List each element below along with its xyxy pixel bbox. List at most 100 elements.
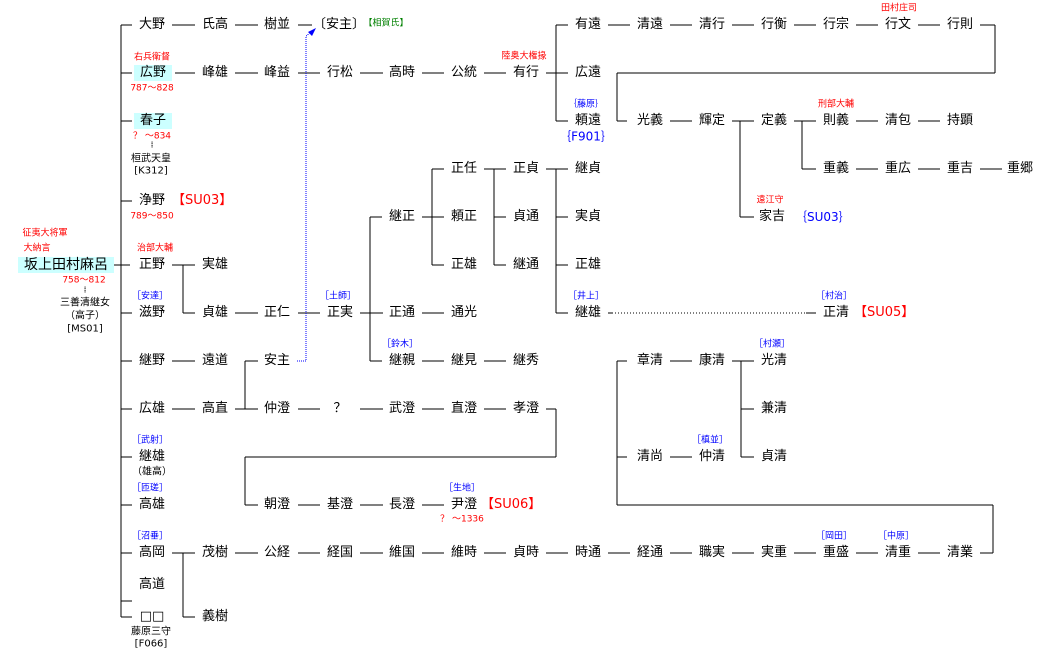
- ref-su03[interactable]: ｛SU03｝: [795, 210, 851, 224]
- person-kanekiyo[interactable]: 兼清: [758, 401, 790, 417]
- person-minemasu[interactable]: 峰益: [261, 65, 293, 81]
- person-kiyonari[interactable]: 清業: [944, 545, 976, 561]
- link-su06[interactable]: 【SU06】: [481, 497, 542, 512]
- person-motozane[interactable]: 職実: [696, 545, 728, 561]
- person-shigehiro[interactable]: 重広: [882, 161, 914, 177]
- person-saneshige[interactable]: 実重: [758, 545, 790, 561]
- person-tomozumi[interactable]: 朝澄: [261, 497, 293, 513]
- person-tsuguchika[interactable]: 継親: [386, 353, 418, 369]
- person-yukihira[interactable]: 行衡: [758, 17, 790, 33]
- person-kiyohisa[interactable]: 清尚: [634, 449, 666, 465]
- person-unknown-daughter[interactable]: □□: [137, 609, 167, 625]
- person-yasukiyo[interactable]: 康清: [696, 353, 728, 369]
- person-kiyokane[interactable]: 清包: [882, 113, 914, 129]
- person-tokimichi[interactable]: 時通: [572, 545, 604, 561]
- ref-f901[interactable]: ｛F901｝: [559, 129, 613, 144]
- person-kimimune[interactable]: 公統: [448, 65, 480, 81]
- person-motozumi[interactable]: 基澄: [324, 497, 356, 513]
- person-yukimune[interactable]: 行宗: [820, 17, 852, 33]
- person-tsugumasa[interactable]: 継正: [386, 209, 418, 225]
- person-tsugukuni[interactable]: 維国: [386, 545, 418, 561]
- person-takazumi[interactable]: 孝澄: [510, 401, 542, 417]
- root-spouse-ref[interactable]: [MS01]: [67, 323, 103, 335]
- person-mochiaki[interactable]: 持顕: [944, 113, 976, 129]
- person-masao-2[interactable]: 正雄: [572, 257, 604, 273]
- person-tsuguo[interactable]: 継雄: [572, 305, 604, 321]
- person-takamichi[interactable]: 高道: [136, 577, 168, 593]
- link-su03[interactable]: 【SU03】: [172, 193, 233, 208]
- person-michimitsu[interactable]: 通光: [448, 305, 480, 321]
- person-kiyoshige[interactable]: 清重: [882, 545, 914, 561]
- person-tsunemichi[interactable]: 経通: [634, 545, 666, 561]
- person-yasunushi[interactable]: 安主: [261, 353, 293, 369]
- person-nakakiyo[interactable]: 仲清: [696, 449, 728, 465]
- person-tsugusada[interactable]: 継貞: [572, 161, 604, 177]
- person-hirono[interactable]: 広野: [133, 65, 173, 81]
- person-naozumi[interactable]: 直澄: [448, 401, 480, 417]
- person-tadazumi[interactable]: 尹澄: [448, 497, 480, 513]
- person-tsunekuni[interactable]: 経国: [324, 545, 356, 561]
- person-ujitaka[interactable]: 氏高: [199, 17, 231, 33]
- person-nakazumi[interactable]: 仲澄: [261, 401, 293, 417]
- person-tsuguhide[interactable]: 継秀: [510, 353, 542, 369]
- person-tsugumi[interactable]: 継見: [448, 353, 480, 369]
- person-sanesada[interactable]: 実貞: [572, 209, 604, 225]
- person-masato[interactable]: 正任: [448, 161, 480, 177]
- person-takezumi[interactable]: 武澄: [386, 401, 418, 417]
- person-akikiyo[interactable]: 章清: [634, 353, 666, 369]
- person-mitsukiyo[interactable]: 光清: [758, 353, 790, 369]
- person-toomichi[interactable]: 遠道: [199, 353, 231, 369]
- person-haruko-spouse-ref[interactable]: [K312]: [134, 165, 168, 177]
- person-sadao[interactable]: 貞雄: [199, 305, 231, 321]
- person-sadamichi[interactable]: 貞通: [510, 209, 542, 225]
- person-masamichi[interactable]: 正通: [386, 305, 418, 321]
- person-sadayoshi[interactable]: 定義: [758, 113, 790, 129]
- person-ieyoshi[interactable]: 家吉: [756, 209, 788, 225]
- person-yoritoo[interactable]: 頼遠: [572, 113, 604, 129]
- person-shigemori[interactable]: 重盛: [820, 545, 852, 561]
- person-masano[interactable]: 正野: [136, 257, 168, 273]
- person-takatoki[interactable]: 高時: [386, 65, 418, 81]
- person-masahito[interactable]: 正仁: [261, 305, 293, 321]
- person-yukimatsu[interactable]: 行松: [324, 65, 356, 81]
- person-mineo[interactable]: 峰雄: [199, 65, 231, 81]
- person-noriyoshi[interactable]: 則義: [820, 113, 852, 129]
- person-hiroo[interactable]: 広雄: [136, 401, 168, 417]
- person-mitsuyoshi[interactable]: 光義: [634, 113, 666, 129]
- person-takao[interactable]: 高雄: [136, 497, 168, 513]
- person-sadatoki[interactable]: 貞時: [510, 545, 542, 561]
- person-kiyotoo[interactable]: 清遠: [634, 17, 666, 33]
- person-masao-1[interactable]: 正雄: [448, 257, 480, 273]
- person-tsuguno[interactable]: 継野: [136, 353, 168, 369]
- person-yukifumi[interactable]: 行文: [882, 17, 914, 33]
- person-unknown-spouse-ref[interactable]: [F066]: [134, 638, 168, 650]
- person-tsugumichi[interactable]: 継通: [510, 257, 542, 273]
- person-ono[interactable]: 大野: [136, 17, 168, 33]
- person-kimitsune[interactable]: 公経: [261, 545, 293, 561]
- person-hirotoo[interactable]: 広遠: [572, 65, 604, 81]
- person-koretoki[interactable]: 維時: [448, 545, 480, 561]
- person-takanao[interactable]: 高直: [199, 401, 231, 417]
- person-kiyono[interactable]: 浄野: [136, 193, 168, 209]
- root-person[interactable]: 坂上田村麻呂: [18, 257, 114, 273]
- person-yoshiki[interactable]: 義樹: [199, 609, 231, 625]
- person-sadakiyo[interactable]: 貞清: [758, 449, 790, 465]
- person-masazane[interactable]: 正実: [324, 305, 356, 321]
- person-aritoo[interactable]: 有遠: [572, 17, 604, 33]
- person-takaoka[interactable]: 高岡: [136, 545, 168, 561]
- person-masakiyo[interactable]: 正清: [820, 305, 852, 321]
- person-tsuguo-gen1[interactable]: 継雄: [136, 449, 168, 465]
- person-unknown[interactable]: ？: [331, 401, 349, 417]
- person-shigeyoshi2[interactable]: 重吉: [944, 161, 976, 177]
- link-su05[interactable]: 【SU05】: [854, 305, 915, 320]
- person-nagazumi[interactable]: 長澄: [386, 497, 418, 513]
- person-shigeyoshi[interactable]: 重義: [820, 161, 852, 177]
- ref-yasunushi[interactable]: 〔安主〕: [313, 17, 366, 32]
- person-shigeno[interactable]: 滋野: [136, 305, 168, 321]
- person-yorimasa[interactable]: 頼正: [448, 209, 480, 225]
- person-ariyuki[interactable]: 有行: [510, 65, 542, 81]
- person-saneo[interactable]: 実雄: [199, 257, 231, 273]
- person-masasada[interactable]: 正貞: [510, 161, 542, 177]
- person-kiyoyuki[interactable]: 清行: [696, 17, 728, 33]
- person-shigeki[interactable]: 茂樹: [199, 545, 231, 561]
